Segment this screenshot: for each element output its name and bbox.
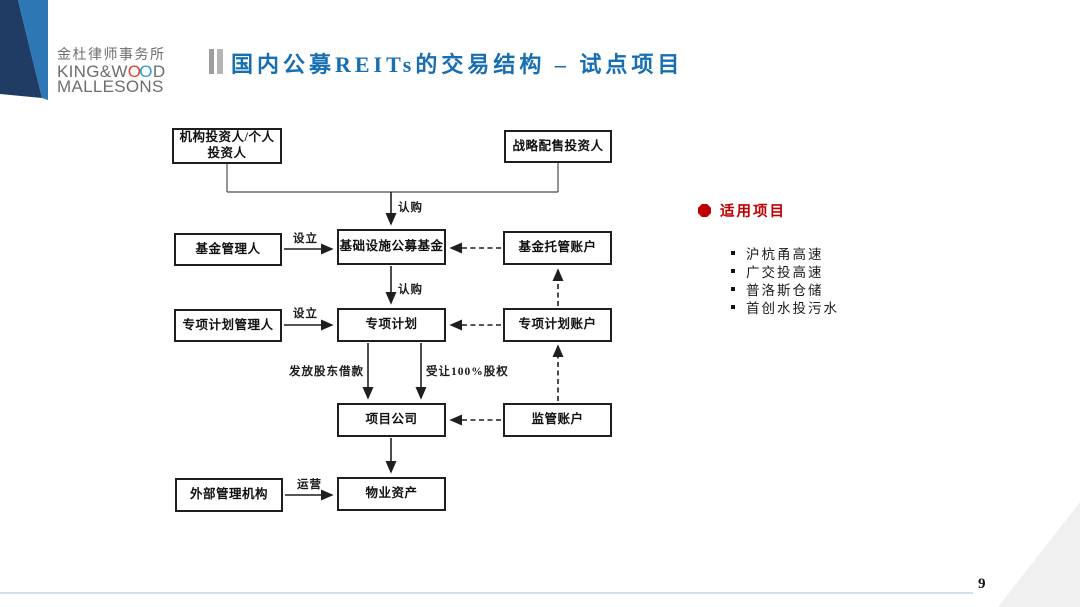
applicable-projects-header: 适用项目 xyxy=(698,200,786,221)
page-title: 国内公募REITs的交易结构 – 试点项目 xyxy=(231,52,684,77)
box-special-plan: 专项计划 xyxy=(337,308,446,342)
box-infrastructure-public-fund: 基础设施公募基金 xyxy=(337,229,446,265)
square-bullet-icon xyxy=(731,305,735,309)
box-property-assets: 物业资产 xyxy=(337,477,446,511)
applicable-projects-list: 沪杭甬高速 广交投高速 普洛斯仓储 首创水投污水 xyxy=(731,244,839,316)
logo-en-line2: MALLESONS xyxy=(57,76,164,96)
project-name: 广交投高速 xyxy=(746,265,824,280)
list-item: 沪杭甬高速 xyxy=(731,244,839,262)
square-bullet-icon xyxy=(731,287,735,291)
box-project-company: 项目公司 xyxy=(337,403,446,437)
edge-label-shareholder-loan: 发放股东借款 xyxy=(289,366,364,378)
kwm-ring-blue-icon: O xyxy=(139,62,153,81)
box-institutional-individual-investors: 机构投资人/个人投资人 xyxy=(172,128,282,164)
edge-label-subscribe-mid: 认购 xyxy=(398,284,423,296)
box-special-plan-account: 专项计划账户 xyxy=(503,308,612,342)
box-external-manager: 外部管理机构 xyxy=(175,478,283,512)
kwm-logo-mark-icon xyxy=(0,0,48,100)
box-fund-custody-account: 基金托管账户 xyxy=(503,231,612,265)
title-accent-bar xyxy=(209,49,214,74)
side-panel-title: 适用项目 xyxy=(720,204,786,220)
kwm-logo-text: 金杜律师事务所 KING&WOOD MALLESONS xyxy=(57,44,166,94)
box-fund-manager: 基金管理人 xyxy=(174,233,282,266)
logo-en-post: D xyxy=(152,62,166,81)
edge-label-establish-fund: 设立 xyxy=(293,233,318,245)
corner-decoration xyxy=(998,502,1080,607)
box-supervision-account: 监管账户 xyxy=(503,403,612,437)
box-special-plan-manager: 专项计划管理人 xyxy=(174,309,282,342)
list-item: 广交投高速 xyxy=(731,262,839,280)
edge-label-operate: 运营 xyxy=(297,479,322,491)
page-number: 9 xyxy=(978,576,986,592)
edge-label-subscribe-top: 认购 xyxy=(398,202,423,214)
footer-divider xyxy=(0,592,973,594)
hexagon-bullet-icon xyxy=(698,204,711,217)
logo-cn-name: 金杜律师事务所 xyxy=(57,46,166,62)
project-name: 沪杭甬高速 xyxy=(746,247,824,262)
kwm-ring-red-icon: O xyxy=(127,62,142,81)
logo-en-pre: KING&W xyxy=(57,62,128,81)
edge-label-establish-plan: 设立 xyxy=(293,308,318,320)
list-item: 普洛斯仓储 xyxy=(731,280,839,298)
edge-label-equity-transfer: 受让100%股权 xyxy=(426,366,509,378)
box-strategic-placement-investors: 战略配售投资人 xyxy=(504,130,612,163)
project-name: 普洛斯仓储 xyxy=(746,283,824,298)
title-accent-bar xyxy=(217,49,223,74)
square-bullet-icon xyxy=(731,251,735,255)
logo-en-line1: KING&WOOD xyxy=(57,62,166,81)
project-name: 首创水投污水 xyxy=(746,301,839,316)
list-item: 首创水投污水 xyxy=(731,298,839,316)
square-bullet-icon xyxy=(731,269,735,273)
